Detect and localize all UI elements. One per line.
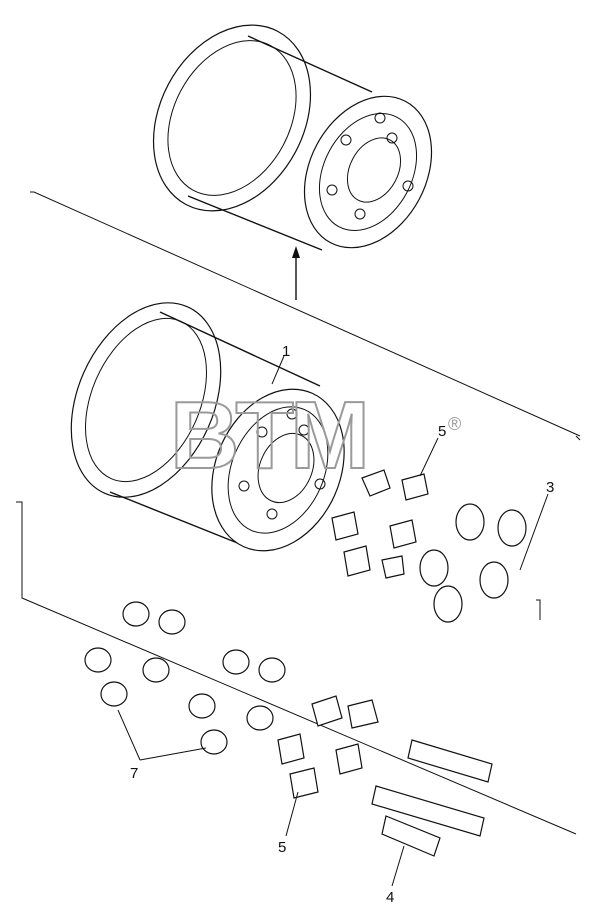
planet-gear-rollers bbox=[419, 503, 527, 623]
callout-1: 1 bbox=[282, 343, 290, 360]
callout-4: 4 bbox=[386, 889, 394, 906]
assembled-hub-top bbox=[152, 24, 433, 251]
callout-leaders bbox=[117, 355, 549, 887]
assembly-bracket-top bbox=[30, 191, 581, 437]
callout-7: 7 bbox=[130, 765, 138, 782]
axle-pins bbox=[371, 739, 493, 857]
assembly-bracket-lower bbox=[16, 501, 577, 835]
needle-bearings bbox=[84, 601, 286, 755]
svg-text:®: ® bbox=[448, 414, 461, 434]
callout-5-lower: 5 bbox=[278, 839, 286, 856]
svg-text:BTM: BTM bbox=[170, 382, 366, 489]
thrust-washers-upper bbox=[331, 469, 429, 579]
callout-3: 3 bbox=[546, 479, 554, 496]
assembly-arrow bbox=[292, 246, 300, 300]
thrust-washers-lower bbox=[277, 695, 379, 799]
btm-watermark: BTM ® bbox=[169, 381, 461, 490]
hub-housing-part bbox=[70, 302, 345, 552]
callout-5-upper: 5 bbox=[438, 423, 446, 440]
